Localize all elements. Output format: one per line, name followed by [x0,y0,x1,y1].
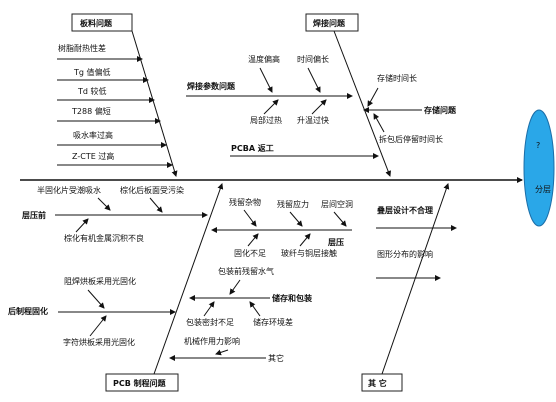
pcb-press-cause-2-arrow [289,211,303,227]
welding-param-4: 升温过快 [297,115,329,125]
pcb-mech-arrow [215,349,229,356]
pcb-cure-title: 后制程固化 [8,306,48,316]
pcb-lam-title: 层压前 [21,210,46,220]
pcb-press-cause-1: 残留杂物 [229,197,261,207]
pcb-pkg-cause-2: 包装密封不足 [186,317,234,327]
branch-laminate: 板料问题 树脂耐热性差 Tg 值偏低 Td 较低 T288 偏短 吸水率过高 Z… [57,13,178,177]
laminate-cause-1: 树脂耐热性差 [58,43,106,53]
welding-title: 焊接问题 [313,18,346,28]
pcb-bone [153,183,224,375]
head-label: 分层 [535,185,551,194]
welding-param-1: 温度偏高 [248,54,280,64]
pcb-title-box [105,373,179,392]
pcb-cure-cause-1: 阻焊烘板采用光固化 [64,276,136,286]
laminate-title: 板料问题 [80,18,113,28]
laminate-cause-6: Z-CTE 过高 [72,151,114,161]
welding-storage-1-arrow [367,87,379,107]
welding-param-4-arrow [311,99,327,115]
welding-title-box [305,13,359,32]
welding-storage-title: 存储问题 [423,105,457,115]
laminate-cause-4: T288 偏短 [71,106,111,116]
pcb-press-cause-4-arrow [247,233,259,247]
laminate-cause-2: Tg 值偏低 [73,67,111,77]
pcb-lam-cause-1-arrow [97,197,111,211]
pcb-lam-cause-1: 半固化片受潮吸水 [37,185,101,195]
pcb-pkg-cause-3-arrow [249,301,261,317]
welding-storage-2-arrow [373,113,385,133]
pcb-other: 其它 [268,353,284,363]
others-cause-1: 叠层设计不合理 [377,205,433,215]
pcb-press-cause-5: 玻纤与铜层接触 [281,248,337,258]
branch-welding: 焊接问题 焊接参数问题 温度偏高 时间偏长 局部过热 升温过快 存储时间长 存储… [186,13,457,177]
pcb-press-title: 层压 [327,238,344,247]
laminate-cause-3: Td 较低 [77,86,107,96]
pcb-pkg-title: 储存和包装 [271,293,312,303]
others-cause-2: 图形分布的影响 [377,249,433,259]
head-ellipse [523,109,555,227]
pcb-cure-cause-2: 字符烘板采用光固化 [63,337,135,347]
welding-param-3-arrow [263,99,279,115]
welding-param-2-arrow [307,67,321,93]
welding-param-2: 时间偏长 [297,54,329,64]
pcb-press-cause-3-arrow [333,211,347,227]
laminate-title-box [71,13,133,32]
welding-param-3: 局部过热 [250,115,282,125]
welding-bone [333,30,391,177]
problem-head: ? 分层 [523,109,555,227]
laminate-bone [131,30,178,177]
pcb-press-cause-1-arrow [243,209,257,227]
others-bone [381,183,450,375]
pcb-pkg-cause-1: 包装前残留水气 [218,266,274,276]
pcb-lam-cause-3-arrow [75,218,89,233]
welding-rework: PCBA 返工 [231,143,274,153]
pcb-lam-cause-3: 棕化有机金属沉积不良 [64,233,144,243]
pcb-lam-cause-2-arrow [149,197,163,213]
branch-pcb-process: PCB 制程问题 半固化片受潮吸水 棕化后板面受污染 层压前 棕化有机金属沉积不… [8,183,353,392]
others-title: 其 它 [368,378,387,388]
pcb-pkg-cause-1-arrow [229,279,241,295]
pcb-press-cause-2: 残留应力 [277,199,309,209]
pcb-press-cause-3: 层间空洞 [321,199,353,209]
laminate-cause-5: 吸水率过高 [73,130,113,140]
pcb-title: PCB 制程问题 [113,378,167,388]
welding-params-title: 焊接参数问题 [187,81,236,91]
head-symbol: ? [536,141,540,150]
welding-storage-2: 拆包后停留时间长 [379,134,443,144]
pcb-pkg-cause-2-arrow [203,301,215,317]
pcb-lam-cause-2: 棕化后板面受污染 [120,185,184,195]
pcb-press-cause-5-arrow [299,233,311,247]
pcb-pkg-cause-3: 储存环境差 [253,317,293,327]
branch-others: 其 它 叠层设计不合理 图形分布的影响 [361,183,457,392]
pcb-mech: 机械作用力影响 [184,336,240,346]
welding-storage-1: 存储时间长 [377,73,417,83]
pcb-cure-cause-1-arrow [87,289,105,309]
welding-param-1-arrow [259,67,273,93]
pcb-cure-cause-2-arrow [89,315,107,337]
pcb-press-cause-4: 固化不足 [234,248,266,258]
